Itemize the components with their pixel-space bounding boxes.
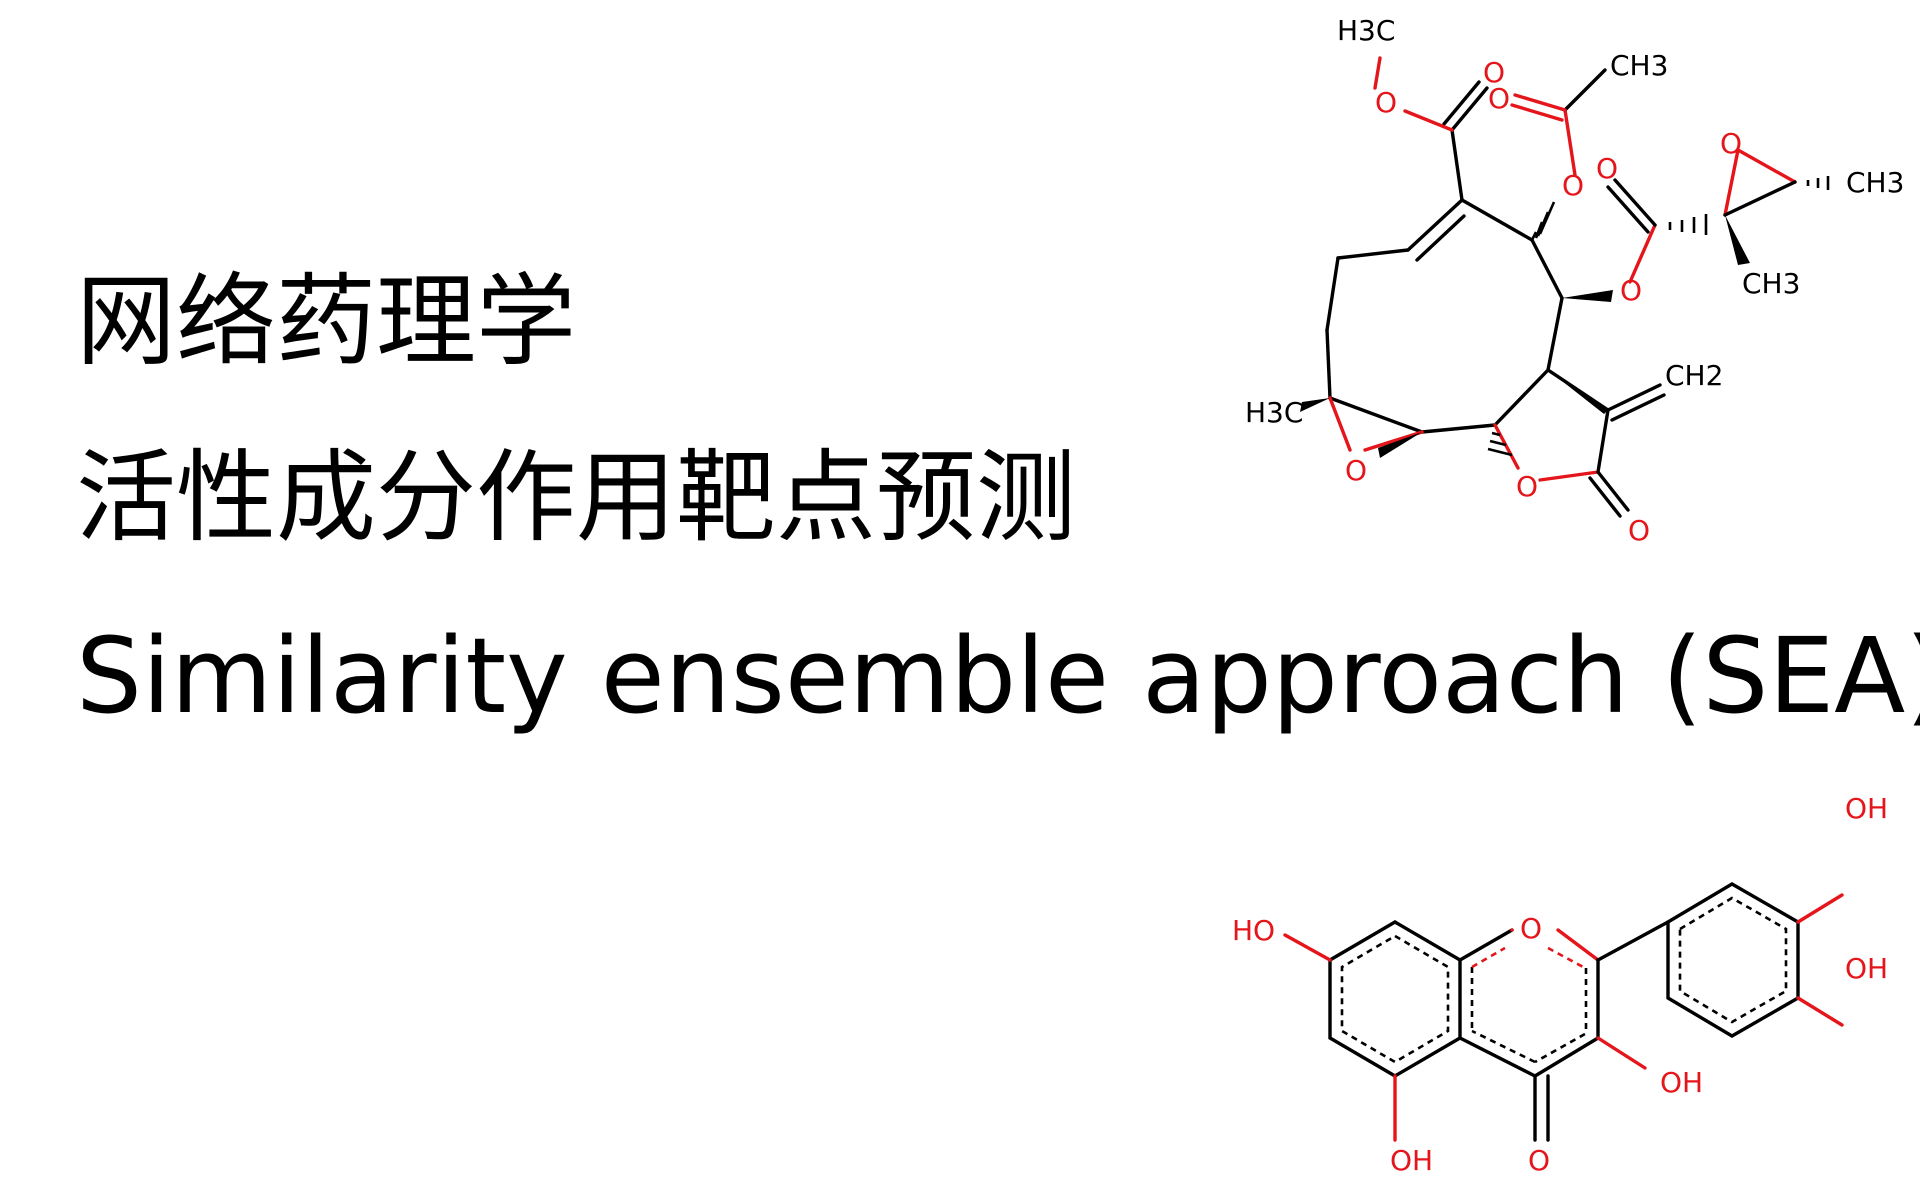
- title-line-2: 活性成分作用靶点预测: [76, 439, 1076, 556]
- label-exo-methylene: CH2: [1665, 359, 1723, 392]
- label-carbonyl-oxygen: O: [1596, 152, 1618, 185]
- label-hydroxyl-right: OH: [1845, 952, 1888, 985]
- label-hydroxyl-bottom: OH: [1390, 1144, 1433, 1177]
- label-acetoxy-oxygen: O: [1562, 169, 1584, 202]
- label-epoxide-methyl-lower: CH3: [1742, 267, 1800, 300]
- label-ester-link-oxygen: O: [1620, 274, 1642, 307]
- atom-labels-bottom: HO O OH OH OH OH O: [1232, 792, 1888, 1177]
- label-ester-carbonyl-oxygen: O: [1483, 56, 1505, 89]
- label-acetyl-carbonyl-oxygen: O: [1488, 82, 1510, 115]
- stereo-bonds-top: [1300, 176, 1830, 458]
- title-line-3: Similarity ensemble approach (SEA): [76, 615, 1920, 737]
- molecule-structure-bottom: HO O OH OH OH OH O: [1232, 792, 1888, 1177]
- label-hydroxyl-c3: OH: [1660, 1066, 1703, 1099]
- label-acetyl-methyl: CH3: [1610, 49, 1668, 82]
- label-carbonyl-oxygen: O: [1528, 1144, 1550, 1177]
- label-methyl-ester-methyl: H3C: [1337, 14, 1395, 47]
- label-hydroxyl-top-right: OH: [1845, 792, 1888, 825]
- label-ring-epoxide-oxygen: O: [1345, 454, 1367, 487]
- label-ring-methyl: H3C: [1245, 396, 1303, 429]
- bonds-bottom: [1283, 882, 1844, 1142]
- label-hydroxyl-left: HO: [1232, 914, 1275, 947]
- label-ester-oxygen: O: [1375, 86, 1397, 119]
- label-lactone-oxygen: O: [1516, 470, 1538, 503]
- label-epoxide-oxygen: O: [1720, 127, 1742, 160]
- title-line-1: 网络药理学: [76, 263, 576, 380]
- molecule-structure-top: H3C O O O CH3 O O O CH3 CH3 O CH2 H3C O …: [1245, 14, 1904, 547]
- label-ring-oxygen: O: [1520, 912, 1542, 945]
- label-lactone-carbonyl-oxygen: O: [1628, 514, 1650, 547]
- label-epoxide-methyl-right: CH3: [1846, 166, 1904, 199]
- bonds-top: [1325, 56, 1797, 518]
- atom-labels-top: H3C O O O CH3 O O O CH3 CH3 O CH2 H3C O …: [1245, 14, 1904, 547]
